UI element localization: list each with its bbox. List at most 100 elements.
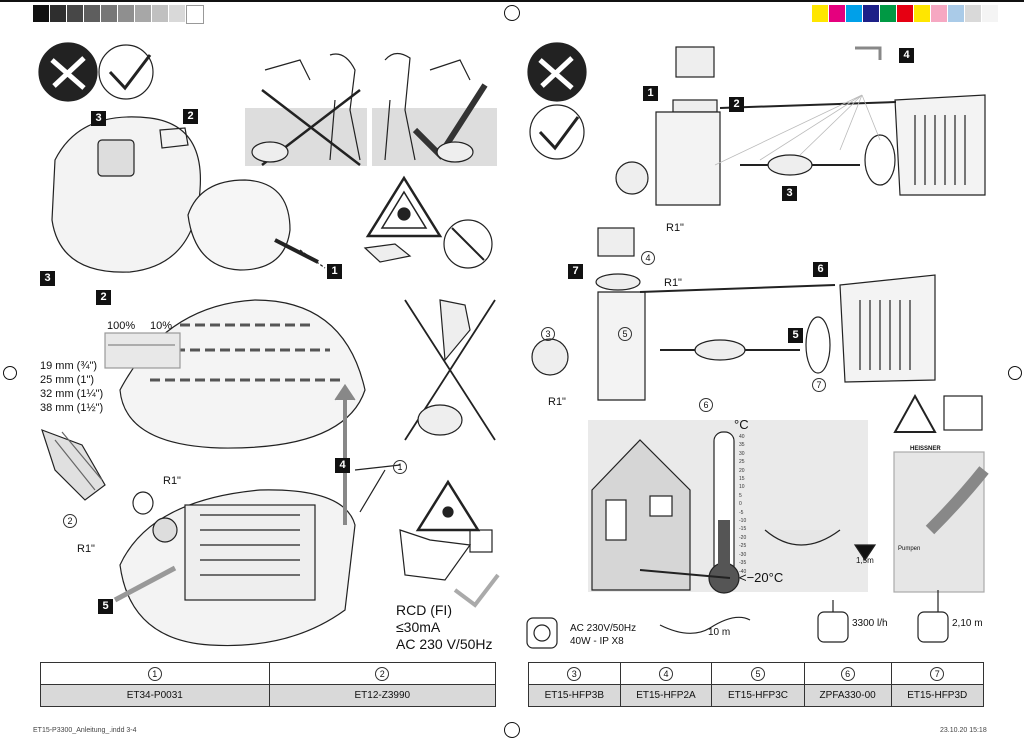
callout-4: 4 [641, 251, 655, 265]
part-number: 5 [711, 662, 805, 685]
thread-label: R1" [548, 396, 566, 408]
color-swatch [33, 5, 49, 22]
registration-mark-icon [504, 5, 520, 21]
part-number: 3 [528, 662, 621, 685]
manual-brand: HEISSNER [910, 446, 941, 452]
pump-body [187, 179, 291, 271]
step-1: 1 [643, 86, 658, 101]
warning-sign-icon [415, 479, 481, 532]
step-5: 5 [98, 599, 113, 614]
color-swatch [829, 5, 845, 22]
part-code: ZPFA330-00 [803, 684, 892, 707]
scale-tick: 40 [739, 434, 745, 440]
callout-6: 6 [699, 398, 713, 412]
scale-tick: 20 [739, 467, 745, 474]
part-number: 1 [40, 662, 270, 685]
flow-min-label: 10% [150, 320, 173, 332]
footer-filename: ET15-P3300_Anleitung_.indd 3-4 [33, 727, 137, 734]
cable-icon [659, 616, 751, 634]
color-swatch [948, 5, 964, 22]
color-swatch [846, 5, 862, 22]
motor-block [894, 94, 986, 196]
scale-tick: 25 [739, 459, 745, 466]
scale-tick: 15 [739, 476, 745, 483]
color-swatch [67, 5, 83, 22]
color-swatch [897, 5, 913, 22]
registration-mark-icon [1008, 366, 1022, 380]
scale-tick: 35 [739, 442, 745, 449]
color-swatch [84, 5, 100, 22]
step-2: 2 [729, 97, 744, 112]
scale-tick: 0 [739, 501, 742, 508]
hose-size: 32 mm (1¼") [40, 388, 104, 400]
step-4: 4 [335, 458, 350, 473]
step-7: 7 [568, 264, 583, 279]
step-2: 2 [183, 109, 198, 124]
step-3: 3 [782, 186, 797, 201]
pump-housing [597, 291, 646, 401]
rcd-info: RCD (FI) ≤30mA AC 230 V/50Hz [396, 602, 493, 653]
color-swatch [931, 5, 947, 22]
part-number: 6 [803, 662, 892, 685]
parts-table-right: 3 4 5 6 7 ET15-HFP3B ET15-HFP2A ET15-HFP… [528, 662, 985, 707]
pond-right [372, 108, 497, 166]
part-number: 4 [619, 662, 713, 685]
step-5: 5 [788, 328, 803, 343]
cable-length: 10 m [708, 627, 731, 638]
scale-tick: -35 [739, 560, 747, 567]
parts-table-left: 1 2 ET34-P0031 ET12-Z3990 [40, 662, 497, 707]
manual-title: Pumpen [898, 546, 921, 552]
thread-label: R1" [666, 222, 684, 234]
flow-regulator [104, 332, 181, 369]
registration-mark-icon [3, 366, 17, 380]
scale-tick: -30 [739, 551, 747, 558]
color-swatch [914, 5, 930, 22]
flow-rate: 3300 l/h [852, 618, 888, 629]
color-swatch [863, 5, 879, 22]
scale-tick: -20 [739, 534, 747, 541]
hose-size: 25 mm (1") [40, 374, 95, 386]
caution-icon [893, 393, 937, 433]
part-code: ET15-HFP2A [619, 684, 713, 707]
scale-tick: 10 [739, 484, 745, 491]
part-code: ET12-Z3990 [268, 684, 497, 707]
max-head: 2,10 m [952, 618, 983, 629]
part-code: ET15-HFP3C [711, 684, 805, 707]
callout-1: 1 [393, 460, 407, 474]
callout-2: 2 [63, 514, 77, 528]
color-swatch [812, 5, 828, 22]
thread-label: R1" [664, 277, 682, 289]
filter-cover [119, 299, 366, 449]
thread-label: R1" [77, 543, 95, 555]
unplug-icon [98, 44, 154, 100]
step-3: 3 [91, 111, 106, 126]
motor-block [839, 274, 936, 383]
callout-3: 3 [541, 327, 555, 341]
callout-5: 5 [618, 327, 632, 341]
top-rule [0, 0, 1024, 2]
step-4: 4 [899, 48, 914, 63]
spec-line: 40W - IP X8 [570, 636, 624, 647]
pump-cover [51, 116, 202, 273]
hose-size-list: 19 mm (¾") 25 mm (1") 32 mm (1¼") 38 mm … [40, 359, 103, 415]
part-number: 2 [268, 662, 497, 685]
color-swatch [101, 5, 117, 22]
scale-tick: -5 [739, 509, 744, 516]
part-code: ET15-HFP3D [890, 684, 985, 707]
scale-tick: 5 [739, 492, 742, 499]
step-1: 1 [327, 264, 342, 279]
scale-tick: -10 [739, 518, 747, 525]
scale-tick: -40 [739, 568, 747, 575]
socket-crossed-icon [443, 219, 493, 269]
hose-size: 38 mm (1½") [40, 402, 104, 414]
power-specs: AC 230V/50Hz 40W - IP X8 [570, 622, 636, 648]
scale-tick: 30 [739, 450, 745, 457]
part-code: ET15-HFP3B [528, 684, 621, 707]
footer-date: 23.10.20 15:18 [940, 727, 987, 734]
color-swatch [135, 5, 151, 22]
depth-label: 1,5m [856, 556, 874, 565]
rcd-line: RCD (FI) [396, 602, 452, 618]
spec-line: AC 230V/50Hz [570, 623, 637, 634]
part-number: 7 [890, 662, 985, 685]
